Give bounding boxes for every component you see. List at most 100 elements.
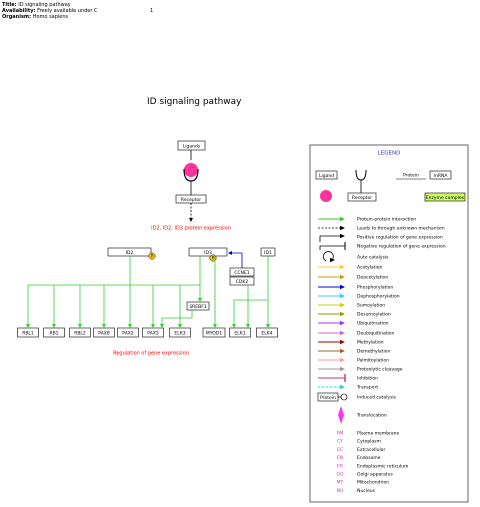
legend-symbol-15-head: [340, 357, 345, 363]
legend-compartment-code-2: EC: [337, 447, 343, 453]
legend-item-0: Protein-protein interaction: [357, 217, 416, 223]
legend-item-15: Palmitoylation: [357, 358, 389, 364]
legend-item-20: Translocation: [356, 413, 387, 419]
target-elk4-label: ELK4: [261, 330, 272, 336]
legend-symbol-19-circle: [340, 393, 348, 401]
meta-organism-value: Homo sapiens: [32, 14, 69, 20]
id3-to-srebf1-arrowhead: [198, 298, 202, 302]
id3-node-label: ID3: [204, 250, 212, 256]
legend-symbol-9-head: [340, 302, 345, 308]
id3-to-myod1-arrowhead: [213, 324, 217, 328]
id3-bus-arrowhead-1: [52, 324, 56, 328]
id2-phospho-marker-label: P: [151, 253, 154, 258]
legend-symbol-0-head: [340, 216, 345, 222]
legend-symbol-1-head: [340, 225, 345, 231]
target-pax2-label: PAX2: [122, 330, 134, 336]
srebf1-node-label: SREBF1: [189, 304, 207, 310]
legend-item-13: Methylation: [357, 340, 384, 346]
legend-compartment-code-3: EN: [337, 455, 343, 461]
legend-induced-protein-label: Protein: [320, 395, 336, 401]
legend-item-14: Demethylation: [357, 349, 390, 355]
diagram-title: ID signaling pathway: [147, 97, 242, 107]
cdk2-to-elk1-arrowhead: [246, 324, 250, 328]
legend-symbol-16-head: [340, 366, 345, 372]
legend-compartment-name-3: Endosome: [357, 455, 381, 461]
legend-item-19: Induced catalysis: [357, 395, 397, 401]
receptor-arrowhead: [189, 218, 193, 222]
legend-symbol-6-head: [340, 274, 345, 280]
ligands-node-label: Ligands: [183, 143, 201, 149]
legend-symbol-18-head: [340, 384, 345, 390]
legend-enzyme-complex-box: [424, 192, 466, 202]
legend-item-8: Dephosphorylation: [357, 294, 400, 300]
target-elk4-box: [256, 327, 278, 338]
legend-compartment-code-7: NU: [337, 488, 344, 494]
legend-ligand-box: [315, 170, 338, 180]
legend-item-16: Proteolytic cleavage: [357, 367, 403, 373]
meta-title: Title: ID signaling pathway: [2, 2, 71, 8]
receptor-node-label: Receptor: [181, 197, 201, 203]
id3-bus-arrowhead-4: [151, 324, 155, 328]
legend-receptor-box: [347, 192, 377, 202]
meta-availability-value: Freely available under C: [37, 8, 98, 14]
legend-compartment-code-6: MT: [337, 480, 344, 486]
legend-compartment-name-4: Endoplasmic reticulum: [357, 463, 408, 469]
legend-item-4: Auto catalysis: [357, 255, 389, 261]
legend-mrna-box: [429, 170, 452, 180]
legend-symbol-7-head: [340, 284, 345, 290]
target-rbl1-label: RBL1: [22, 330, 34, 336]
legend-symbol-14-head: [340, 348, 345, 354]
target-pax8-label: PAX8: [98, 330, 110, 336]
ccne1-node-label: CCNE1: [234, 270, 249, 276]
cdk2-node-label: CDK2: [236, 279, 249, 285]
regulation-caption: Regulation of gene expression: [113, 351, 189, 357]
legend-symbol-20: [338, 406, 344, 424]
legend-item-3: Negative regulation of gene expression: [357, 244, 446, 250]
legend-symbol-5-head: [340, 264, 345, 270]
target-elk1-box: [229, 327, 251, 338]
target-elk3-label: ELK3: [174, 330, 185, 336]
legend-ligand-label: Ligand: [319, 173, 334, 179]
legend-item-17: Inhibition: [357, 376, 378, 382]
cdk2-to-id3-phosphorylation: [232, 252, 243, 268]
legend-compartment-name-7: Nucleus: [357, 488, 376, 494]
cdk2-phospho-arrowhead: [228, 251, 232, 255]
srebf1-arrowhead: [160, 324, 164, 328]
target-myod1-box: [202, 327, 226, 338]
id2-node-box: [107, 247, 152, 257]
legend-symbol-12-head: [340, 330, 345, 336]
id3-bus: [27, 256, 201, 324]
legend-item-11: Ubiquitination: [357, 321, 389, 327]
id1-node-label: ID1: [264, 250, 272, 256]
legend-compartment-name-1: Cytoplasm: [357, 439, 381, 445]
legend-symbol-2: [319, 235, 342, 242]
id3-bus-arrowhead-5: [178, 324, 182, 328]
id1-to-elk1-arrowhead: [232, 324, 236, 328]
id3-bus-arrowhead-3: [102, 324, 106, 328]
legend-title: LEGEND: [378, 151, 401, 157]
legend-item-10: Desumoylation: [357, 312, 391, 318]
target-rb1-label: RB1: [49, 330, 58, 336]
ligand-icon: [184, 163, 198, 177]
legend-symbol-13-head: [340, 339, 345, 345]
cdk2-node-box: [229, 276, 255, 286]
srebf1-node-box: [186, 301, 210, 311]
legend-compartment-code-5: GO: [336, 472, 343, 478]
legend-compartment-name-5: Golgi apparatus: [357, 472, 393, 478]
legend-symbol-10-head: [340, 311, 345, 317]
id1-to-elk4-arrowhead: [266, 324, 270, 328]
meta-title-value: ID signaling pathway: [18, 2, 71, 8]
id3-bus-arrowhead-2: [78, 324, 82, 328]
legend-item-9: Sumoylation: [357, 303, 385, 309]
legend-protein: Protein: [403, 173, 419, 179]
legend-item-7: Phosphorylation: [357, 285, 393, 291]
legend-compartment-name-0: Plasma membrane: [357, 431, 399, 437]
id2-to-pax2-arrowhead: [128, 324, 132, 328]
target-pax5-label: PAX5: [147, 330, 159, 336]
legend-mrna-label: mRNA: [434, 173, 449, 179]
legend-enzyme-complex-label: Enzyme complex: [426, 195, 465, 201]
ligands-node-box: [177, 140, 206, 151]
legend-item-12: Deubiquitination: [357, 331, 395, 337]
legend-compartment-name-2: Extracellular: [357, 447, 385, 453]
meta-availability: Availability: Freely available under C: [2, 8, 98, 14]
